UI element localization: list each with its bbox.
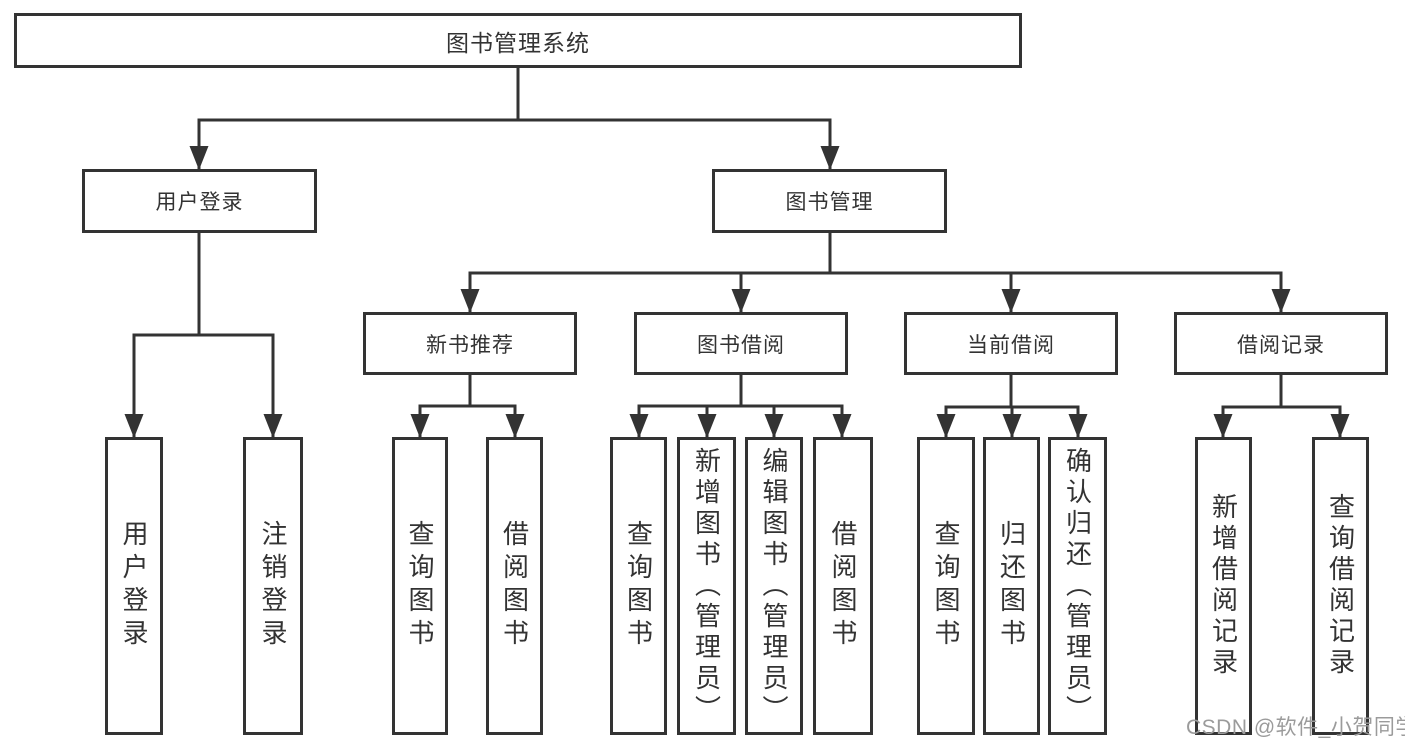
node-label: 当前借阅 (967, 333, 1055, 357)
leaf-label: 借阅图书 (828, 520, 858, 652)
leaf-label: 注销登录 (258, 520, 288, 652)
leaf-label: 归还图书 (996, 520, 1027, 652)
leaf-newbooks-borrow-books: 借阅图书 (486, 437, 543, 735)
leaf-label: 新增借阅记录 (1208, 493, 1239, 679)
leaf-borrowing-query-books: 查询图书 (610, 437, 667, 735)
csdn-watermark: CSDN @软件_小贺同学 (1186, 716, 1405, 739)
bar-new-books (410, 404, 525, 438)
node-label: 图书管理系统 (446, 29, 590, 56)
leaf-label: 借阅图书 (499, 520, 530, 652)
leaf-label: 确认归还（管理员） (1062, 446, 1093, 726)
node-label: 用户登录 (155, 191, 244, 214)
leaf-logout: 注销登录 (243, 437, 303, 735)
bar-user-login (124, 333, 283, 438)
leaf-add-borrow-record: 新增借阅记录 (1195, 437, 1252, 735)
node-new-book-recommendation: 新书推荐 (363, 312, 577, 375)
leaf-query-borrow-record: 查询借阅记录 (1312, 437, 1369, 735)
node-label: 借阅记录 (1237, 333, 1325, 357)
node-label: 图书管理 (785, 191, 874, 214)
node-label: 图书借阅 (697, 333, 785, 357)
leaf-label: 查询图书 (405, 520, 435, 652)
leaf-current-query-books: 查询图书 (917, 437, 975, 735)
leaf-label: 查询图书 (623, 520, 654, 652)
leaf-label: 新增图书（管理员） (691, 446, 722, 726)
node-borrowing-records: 借阅记录 (1174, 312, 1388, 375)
leaf-label: 查询图书 (931, 520, 961, 652)
leaf-label: 用户登录 (119, 520, 149, 652)
bar-root (189, 118, 840, 170)
leaf-label: 编辑图书（管理员） (759, 446, 789, 726)
node-book-management: 图书管理 (712, 169, 947, 233)
leaf-edit-book-admin: 编辑图书（管理员） (745, 437, 803, 735)
node-current-borrowing: 当前借阅 (904, 312, 1118, 375)
node-library-management-system: 图书管理系统 (14, 13, 1022, 68)
leaf-confirm-return-admin: 确认归还（管理员） (1048, 437, 1107, 735)
bar-book-borrow (629, 404, 852, 438)
leaf-newbooks-query-books: 查询图书 (392, 437, 448, 735)
bar-borrow-records (1213, 405, 1350, 438)
node-label: 新书推荐 (426, 333, 514, 357)
bar-book-mgmt (460, 271, 1291, 313)
leaf-label: 查询借阅记录 (1325, 493, 1356, 679)
leaf-borrowing-borrow-books: 借阅图书 (813, 437, 873, 735)
leaf-user-login: 用户登录 (105, 437, 163, 735)
leaf-add-book-admin: 新增图书（管理员） (677, 437, 736, 735)
node-user-login: 用户登录 (82, 169, 317, 233)
node-book-borrowing: 图书借阅 (634, 312, 848, 375)
leaf-return-books: 归还图书 (983, 437, 1040, 735)
